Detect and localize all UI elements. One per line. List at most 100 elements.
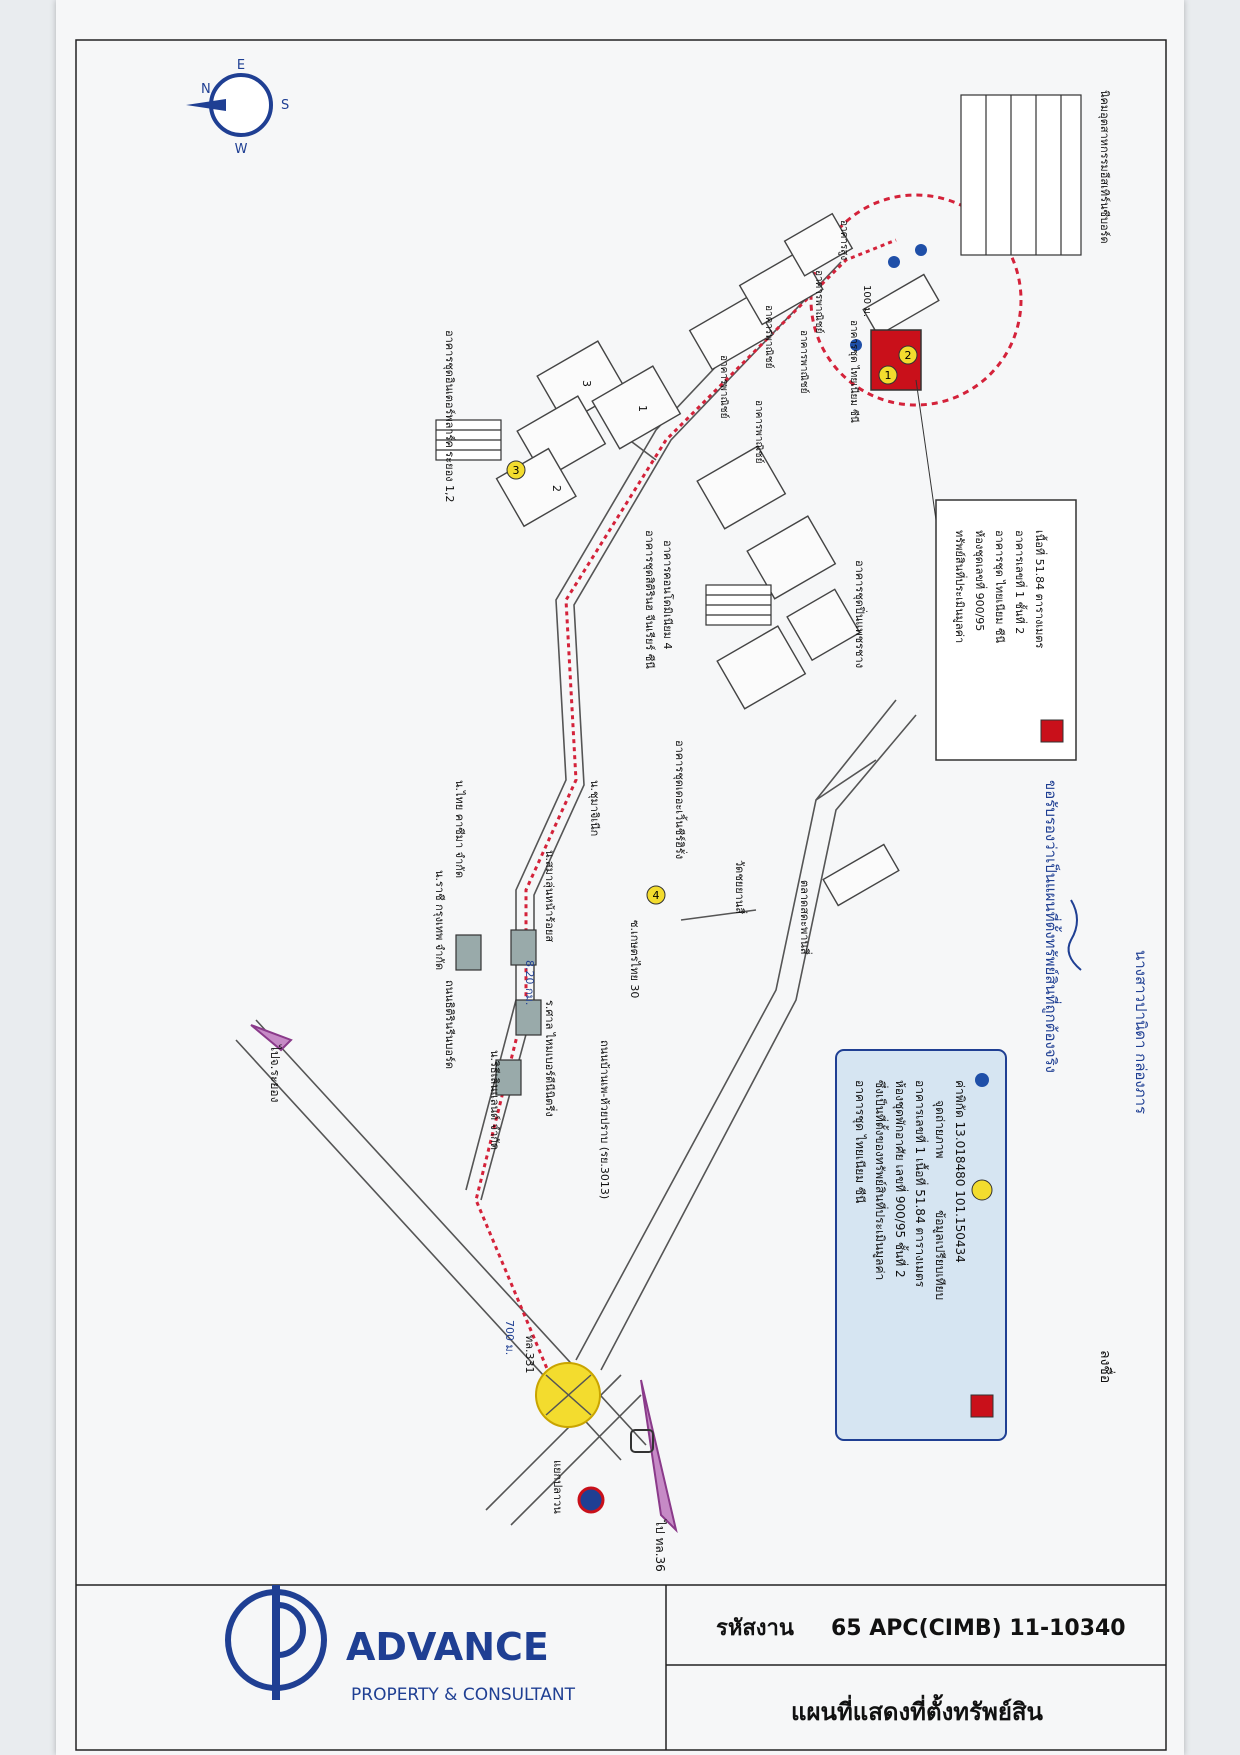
building-block <box>746 515 837 600</box>
marker-2-label: 2 <box>905 349 912 362</box>
landmark-mukdad: ร.ศาล ไหมเบอร์ดีนีนิตรี่ง <box>543 1000 558 1117</box>
landmark-condo-12: อาคารชุดอินเตอร์พลาร์ค ระยอง 1,2 <box>443 330 456 503</box>
logo-p-icon <box>277 1602 306 1658</box>
landmark-commercial-5: อาคารพาณิชย์ <box>813 270 825 333</box>
landmark-condo-c: อาคารชุดเดอะเวิ้นชีร์ฮิรั่ง <box>673 740 688 859</box>
landmark-commercial-1: อาคารพาณิชย์ <box>718 355 730 418</box>
factory-icon <box>515 999 542 1036</box>
inset-subject-swatch <box>1040 719 1064 743</box>
compass-rose: N E S W <box>186 58 289 157</box>
condo-block <box>862 273 940 337</box>
building-block <box>696 445 787 530</box>
legend-line-1: อาคารชุด ไทยเนียม ซีนี <box>852 1080 867 1203</box>
marker-4 <box>646 885 666 905</box>
market-block <box>822 843 900 907</box>
landmark-plaza: นิคมอุตสาหกรรมอีสเทิร์นซีบอร์ด <box>1098 90 1111 244</box>
location-map: 1 2 3 4 N E S W <box>75 39 1167 1751</box>
marker-3-label: 3 <box>513 464 520 477</box>
company-logo <box>225 1585 327 1700</box>
photo-pins <box>850 244 927 351</box>
distance-700: 700 ม. <box>503 1320 516 1355</box>
inset-line-4: อาคารเลขที่ 1 ชั้นที่ 2 <box>1013 530 1028 634</box>
landmark-temple: วัดชยยานสี่ <box>733 860 748 914</box>
factory-icon <box>510 929 537 966</box>
job-code-value: 65 APC(CIMB) 11-10340 <box>831 1616 1126 1641</box>
landmark-sriwilai: น.ริธีเลินแลนด์ จำกัด <box>488 1050 501 1150</box>
landmark-commercial-2: อาคารพาณิชย์ <box>763 305 775 368</box>
sign-label: ลงชื่อ <box>1097 1350 1115 1383</box>
building-blocks <box>495 212 940 907</box>
landmark-mnp: น.ชุมาจิเนีก <box>588 780 601 836</box>
building-number-1: 1 <box>636 405 649 412</box>
building-number-2: 2 <box>550 485 563 492</box>
inset-line-3: อาคารชุด ไทยเนียม ซีนี <box>993 530 1006 643</box>
estate-building <box>960 94 1082 256</box>
job-code-label: รหัสงาน <box>716 1616 794 1641</box>
subject-radius-circle <box>809 193 1023 407</box>
distance-100: 100 ม. <box>861 285 872 317</box>
marker-1 <box>878 365 898 385</box>
junction-label: แยกปลาวน <box>551 1460 564 1514</box>
landmark-condo-4a: อาคารชุดสิติรินฮ จีนเรียร์ ซีนี <box>643 530 656 669</box>
legend-line-5: ข้อมูลเปรียบเทียบ <box>932 1210 947 1300</box>
compass-e: E <box>237 58 245 73</box>
landmark-kaiti: น.ไทย คาซีมา จำกัด <box>453 780 466 878</box>
road-to-36-label: ไป ทล.36 <box>653 1519 667 1572</box>
soi-30-road <box>680 909 757 921</box>
building-1 <box>591 365 682 450</box>
commercial-block-3 <box>783 212 854 277</box>
legend-box <box>835 1049 1007 1441</box>
photo-pin-icon <box>850 339 862 351</box>
legend-line-7: ค่าพิกัด 13.018480 101.150434 <box>953 1080 967 1263</box>
legend-line-3: ห้องชุดพักอาศัย เลขที่ 900/95 ชั้นที่ 2 <box>892 1080 909 1278</box>
inset-pointer <box>915 379 937 521</box>
industrial-estate-icon <box>960 94 1082 256</box>
document-page: 1 2 3 4 N E S W <box>56 0 1184 1755</box>
legend-yellow-marker <box>971 1179 993 1201</box>
marker-4-label: 4 <box>653 889 660 902</box>
landmark-condo-pan: อาคารชุดปิ่นแพชรชาง <box>853 560 868 668</box>
photo-pin-icon <box>888 256 900 268</box>
building-number-3: 3 <box>580 380 593 387</box>
landmark-bangkok: น.ราชี กรุงเทพ จำกัด <box>433 870 446 970</box>
comparison-markers: 1 2 3 4 <box>506 345 918 905</box>
distance-820: 8.20 กม. <box>523 960 536 1005</box>
factory-icon <box>455 934 482 971</box>
destination-arrows <box>250 1024 678 1534</box>
market-spur <box>815 759 877 801</box>
subject-info-box <box>935 499 1077 761</box>
marker-3 <box>506 460 526 480</box>
factory-icon <box>495 1059 522 1096</box>
highway-36-edge-b <box>510 1394 642 1526</box>
landmark-raiwai: น.สมาลุ่นหน้าร้อยส <box>543 850 556 942</box>
road-3013-edge-a <box>575 699 897 1361</box>
tower-icons <box>435 419 772 1096</box>
legend-line-6: จุดถ่ายภาพ <box>932 1100 947 1159</box>
arrow-to-rayong <box>250 1024 293 1052</box>
road-to-rayong-label: ไปจ.ระยอง <box>268 1044 282 1103</box>
legend-line-2: ซึ่งเป็นที่ตั้งของทรัพย์สินที่ประเมินมูล… <box>872 1080 889 1280</box>
inset-line-5: เนื้อที่ 51.84 ตารางเมตร <box>1033 530 1048 649</box>
company-name: ADVANCE <box>346 1625 549 1669</box>
landmark-hospital: อาคารสูง <box>838 220 849 260</box>
road-3013-edge-b <box>600 714 917 1371</box>
marker-1-label: 1 <box>885 369 892 382</box>
gas-station-icon <box>577 1486 605 1514</box>
landmark-condo-4b: อาคารคอนโดมิเนียม 4 <box>661 540 675 649</box>
compass-w: W <box>235 142 248 157</box>
arrow-to-36 <box>640 1379 678 1534</box>
landmark-condo-subject: อาคารชุด ไทยเนียม ซีนี <box>848 320 860 423</box>
inset-line-1: ทรัพย์สินที่ประเมินมูลค่า <box>953 530 968 643</box>
signer-name: นางสาวปานิดา กล่องภาร <box>1132 950 1150 1114</box>
store-icon <box>630 1429 654 1453</box>
photo-pin-icon <box>915 244 927 256</box>
inset-line-2: ห้องชุดเลขที่ 900/95 <box>973 530 988 631</box>
road-3013-label: ถนนบ้านเพ-ห้วยปราบ (รย.3013) <box>598 1040 611 1199</box>
legend-subject-swatch <box>970 1394 994 1418</box>
marker-2 <box>898 345 918 365</box>
soi-30-label: ซ.เกษตรไทย 30 <box>628 920 641 998</box>
landmark-commercial-4: อาคารพาณิชย์ <box>798 330 810 393</box>
building-block <box>716 625 807 710</box>
hwy-331-label: ทล.331 <box>523 1335 536 1373</box>
landmark-commercial-3: อาคารพาณิชย์ <box>753 400 765 463</box>
